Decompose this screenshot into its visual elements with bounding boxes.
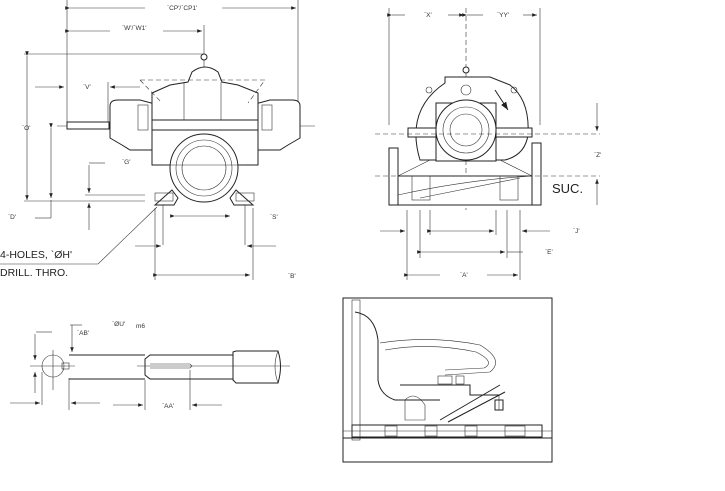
vent-plug-icon — [200, 53, 208, 61]
rotation-arrow-icon — [494, 89, 509, 111]
dim-v-label: `V' — [83, 84, 91, 91]
side-view: `CP'/`CP1' `W'/`W1' `O' `D' `V' `G' — [0, 0, 315, 280]
dim-yy-label: `YY' — [497, 12, 509, 19]
end-view: `X' `YY' `Z' SUC. — [375, 8, 601, 280]
dim-ab-label: `AB' — [77, 330, 89, 337]
holes-note-line2: DRILL. THRO. — [0, 267, 68, 279]
suction-label: SUC. — [552, 181, 583, 196]
dim-g-label: `G' — [122, 159, 130, 166]
dim-a-label: `A' — [460, 272, 468, 279]
dim-o-label: `O' — [22, 125, 30, 132]
holes-note-line1: 4-HOLES, `ØH' — [0, 249, 72, 261]
dim-x-label: `X' — [424, 12, 432, 19]
vent-plug-icon — [462, 66, 470, 74]
dim-e-label: `E' — [545, 249, 553, 256]
dim-cp-label: `CP'/`CP1' — [167, 5, 197, 12]
dim-u-label: `ØU' — [112, 321, 125, 328]
tolerance-label: m6 — [136, 323, 145, 330]
shaft-end-detail: `ØU' m6 `AB' `AA' — [10, 321, 290, 410]
dim-j-label: `J' — [573, 228, 580, 235]
dim-d-label: `D' — [8, 214, 16, 221]
dim-w-label: `W'/`W1' — [122, 25, 147, 32]
section-detail — [342, 297, 553, 463]
dim-b-label: `B' — [288, 273, 296, 280]
dim-aa-label: `AA' — [162, 403, 174, 410]
dim-s-label: `S' — [270, 214, 278, 221]
dim-z-label: `Z' — [594, 152, 601, 159]
